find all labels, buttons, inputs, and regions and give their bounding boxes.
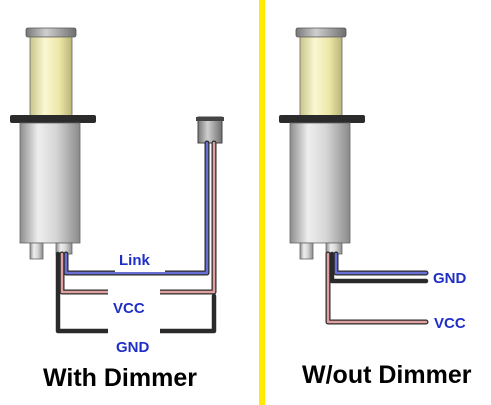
lamp-bottom-stub: [29, 242, 44, 260]
lamp-yellow-cap-top: [295, 27, 347, 38]
without-dimmer-panel: GND VCC W/out Dimmer: [279, 27, 472, 389]
lamp-grey-body: [289, 122, 351, 244]
lamp-flange: [10, 115, 96, 123]
with-dimmer-panel: Link VCC GND With Dimmer: [10, 27, 224, 392]
lamp-yellow-cylinder: [299, 36, 343, 117]
lamp-bottom-stub: [299, 242, 314, 260]
without-dimmer-caption: W/out Dimmer: [302, 361, 472, 389]
vcc-wire-right: [325, 251, 429, 325]
lamp-unit-right: [279, 27, 365, 260]
vcc-label-left: VCC: [113, 300, 145, 317]
gnd-label-left: GND: [116, 339, 150, 356]
panel-divider: [259, 0, 265, 405]
lamp-flange: [279, 115, 365, 123]
link-label: Link: [119, 252, 150, 269]
gnd-label-right: GND: [433, 270, 467, 287]
lamp-yellow-cylinder: [29, 36, 73, 117]
link-wire: [63, 140, 210, 276]
lamp-unit-left: [10, 27, 96, 260]
lamp-grey-body: [19, 122, 81, 244]
dimmer-unit: [196, 116, 224, 144]
dimmer-rim: [196, 117, 224, 121]
vcc-label-right: VCC: [434, 315, 466, 332]
gnd-wire-right: [329, 251, 429, 284]
lamp-yellow-cap-top: [25, 27, 77, 38]
with-dimmer-caption: With Dimmer: [43, 364, 197, 392]
